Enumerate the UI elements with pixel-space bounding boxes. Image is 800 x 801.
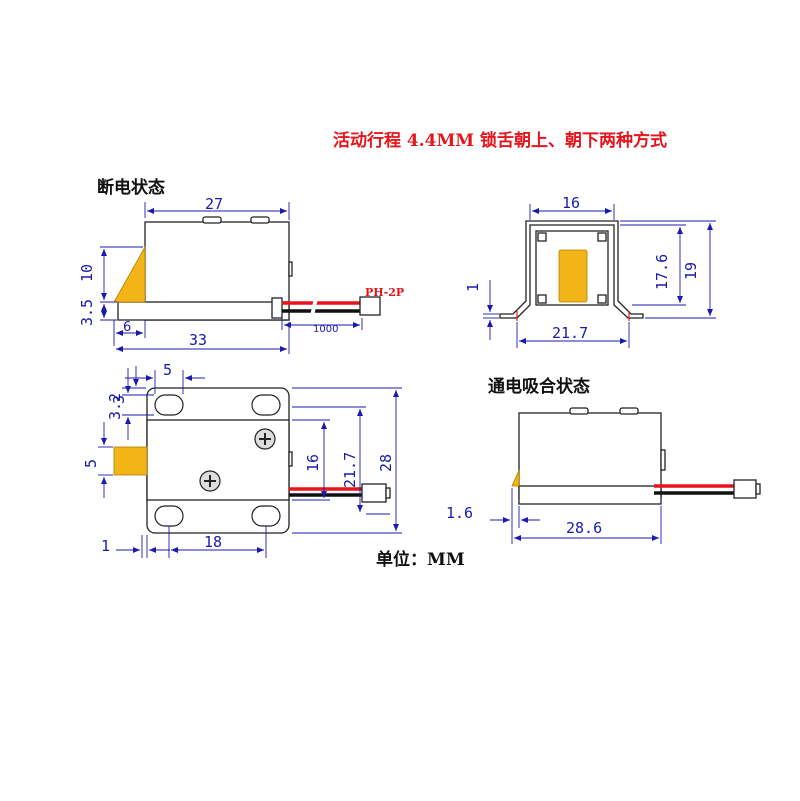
dim-3-5: 3.5	[78, 299, 96, 326]
dim-28-6: 28.6	[566, 519, 602, 537]
base-plate	[117, 301, 290, 321]
screw-head-upper	[254, 428, 276, 450]
latch-tongue-on	[511, 469, 520, 487]
dim-19: 19	[682, 262, 700, 280]
mount-tab-left	[202, 216, 222, 224]
dim-33: 33	[189, 331, 207, 349]
dim-17-6: 17.6	[653, 254, 671, 290]
dim-18: 18	[204, 533, 222, 551]
dim-27: 27	[205, 195, 223, 213]
dim-1-6: 1.6	[446, 504, 473, 522]
dim-28: 28	[377, 454, 395, 472]
dim-16-top: 16	[304, 454, 322, 472]
latch-tongue	[113, 245, 146, 303]
off-state-label: 断电状态	[97, 177, 165, 198]
top-view: 5 3.2 3 5 16 21.7 28	[82, 361, 402, 558]
on-state-view: 通电吸合状态 1.6 28.6	[446, 376, 761, 544]
mounting-bracket	[499, 220, 644, 319]
screw-head-lower	[199, 470, 221, 492]
dim-1-end: 1	[464, 283, 482, 292]
side-tab	[288, 261, 293, 277]
dim-10: 10	[78, 264, 96, 282]
connector-plug-top	[361, 483, 387, 503]
connector-label: PH-2P	[365, 286, 404, 299]
mount-slot-br	[251, 505, 281, 527]
dim-6: 6	[123, 320, 131, 335]
mount-tab-right	[250, 216, 270, 224]
dim-3: 3	[110, 395, 128, 404]
base-plate-on	[518, 485, 662, 505]
wire-break	[310, 297, 318, 317]
dim-3-2: 3.2	[106, 393, 124, 420]
on-state-label: 通电吸合状态	[488, 376, 590, 397]
connector-plug-on	[733, 479, 757, 499]
end-view: 16 17.6 19 1 21.7	[464, 194, 716, 348]
mount-slot-bl	[154, 505, 184, 527]
off-state-view: 断电状态 PH-2P 27 10 3.5	[78, 177, 404, 354]
unit-label: 单位：MM	[376, 549, 465, 570]
dim-1-edge: 1	[101, 537, 110, 555]
solenoid-body-on	[518, 412, 662, 499]
dim-16-end: 16	[562, 194, 580, 212]
connector-plug	[359, 296, 381, 316]
latch-tongue-top	[113, 446, 148, 476]
wire-exit	[271, 297, 283, 319]
dim-5-hole: 5	[163, 361, 172, 379]
title-text: 活动行程 4.4MM 锁舌朝上、朝下两种方式	[333, 130, 667, 151]
mount-slot-tr	[251, 394, 281, 416]
dim-5-tongue: 5	[82, 459, 100, 468]
dim-21-7-end: 21.7	[552, 324, 588, 342]
dim-21-7-top: 21.7	[341, 452, 359, 488]
dim-1000: 1000	[313, 324, 338, 335]
mount-slot-tl	[154, 394, 184, 416]
plunger	[558, 249, 588, 303]
